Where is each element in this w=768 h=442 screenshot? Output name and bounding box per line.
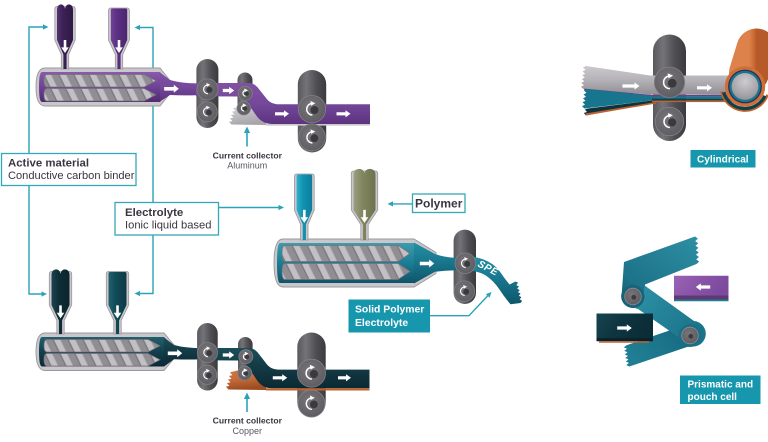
svg-text:Current collector: Current collector — [213, 151, 283, 161]
svg-text:Solid Polymer: Solid Polymer — [355, 305, 424, 316]
svg-text:Aluminum: Aluminum — [227, 161, 267, 171]
svg-text:Prismatic and: Prismatic and — [688, 380, 754, 391]
svg-text:Copper: Copper — [233, 426, 263, 436]
svg-text:Cylindrical: Cylindrical — [697, 154, 749, 165]
svg-text:Ionic liquid based: Ionic liquid based — [125, 220, 211, 232]
svg-text:pouch cell: pouch cell — [688, 392, 738, 403]
svg-text:Current collector: Current collector — [213, 416, 283, 426]
svg-text:Polymer: Polymer — [415, 197, 463, 211]
svg-text:Electrolyte: Electrolyte — [125, 207, 183, 219]
svg-text:Electrolyte: Electrolyte — [355, 318, 408, 329]
svg-text:Active material: Active material — [8, 158, 89, 170]
svg-text:Conductive carbon binder: Conductive carbon binder — [8, 170, 135, 182]
